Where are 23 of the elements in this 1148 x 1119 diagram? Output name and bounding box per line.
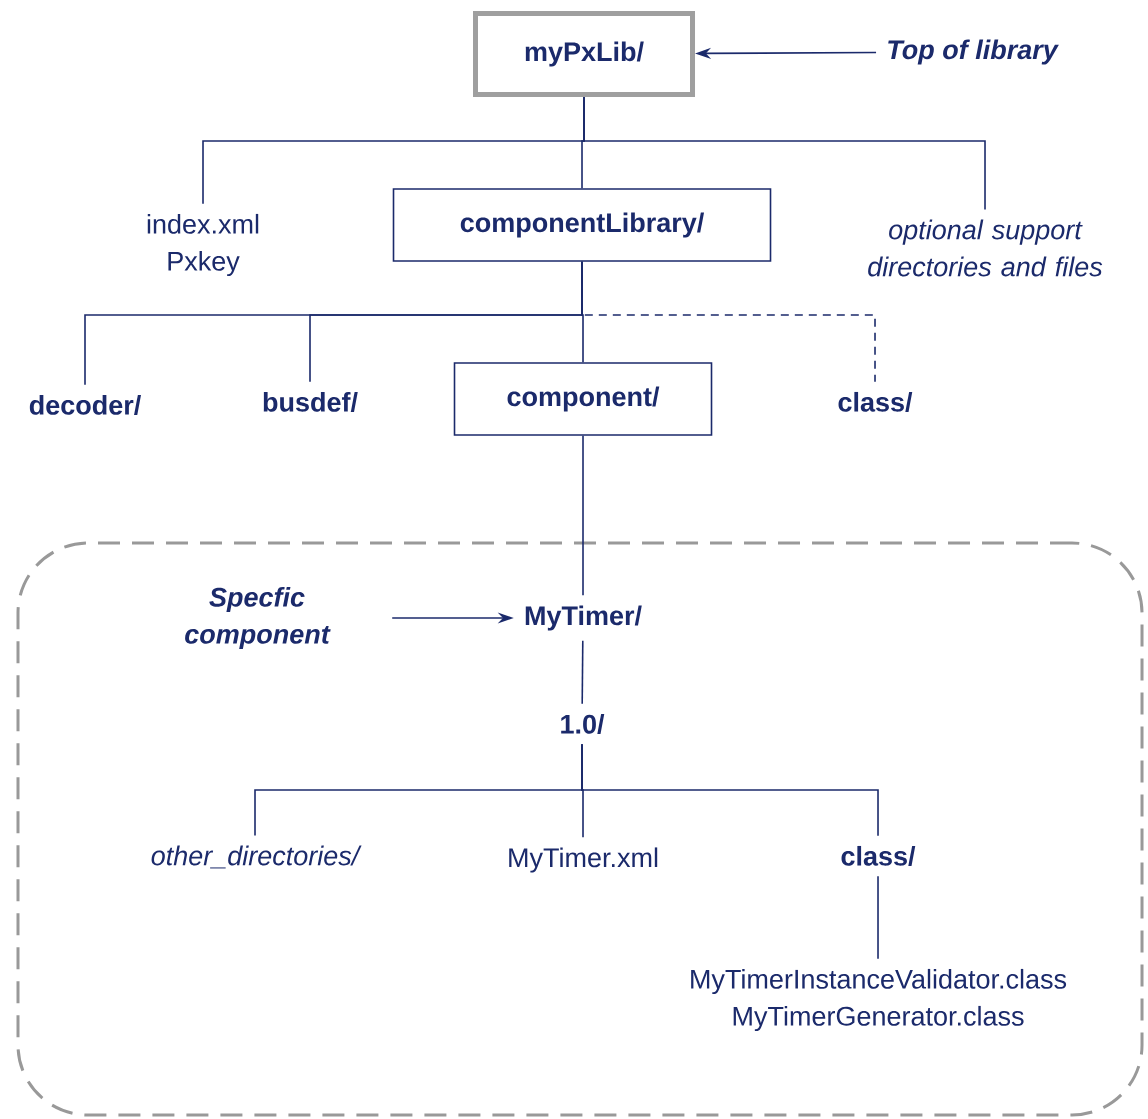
- folder-label: busdef/: [263, 391, 358, 413]
- dashed-region: [16, 541, 1144, 1117]
- folder-label: index.xml Pxkey: [147, 213, 259, 277]
- tree-line: [877, 875, 879, 960]
- tree-line: [581, 743, 879, 837]
- folder-label: Specfic component: [185, 586, 331, 650]
- folder-box: component/: [453, 362, 713, 436]
- tree-line: [583, 96, 986, 211]
- folder-box: componentLibrary/: [392, 188, 772, 262]
- folder-label: 1.0/: [561, 713, 605, 735]
- folder-label: class/: [841, 845, 916, 867]
- folder-label: class/: [838, 391, 913, 413]
- folder-label: MyTimer.xml: [509, 847, 658, 873]
- folder-label: decoder/: [29, 394, 141, 416]
- folder-label: other_directories/: [151, 845, 362, 869]
- tree-line: [582, 435, 584, 596]
- folder-label: Top of library: [888, 39, 1059, 65]
- folder-label: MyTimerInstanceValidator.class MyTimerGenerator.class: [691, 968, 1067, 1032]
- tree-line: [581, 640, 584, 705]
- folder-box: myPxLib/: [473, 11, 695, 97]
- folder-label: MyTimer/: [525, 605, 642, 631]
- folder-label: optional support directories and files: [868, 219, 1103, 277]
- tree-line: [581, 261, 876, 383]
